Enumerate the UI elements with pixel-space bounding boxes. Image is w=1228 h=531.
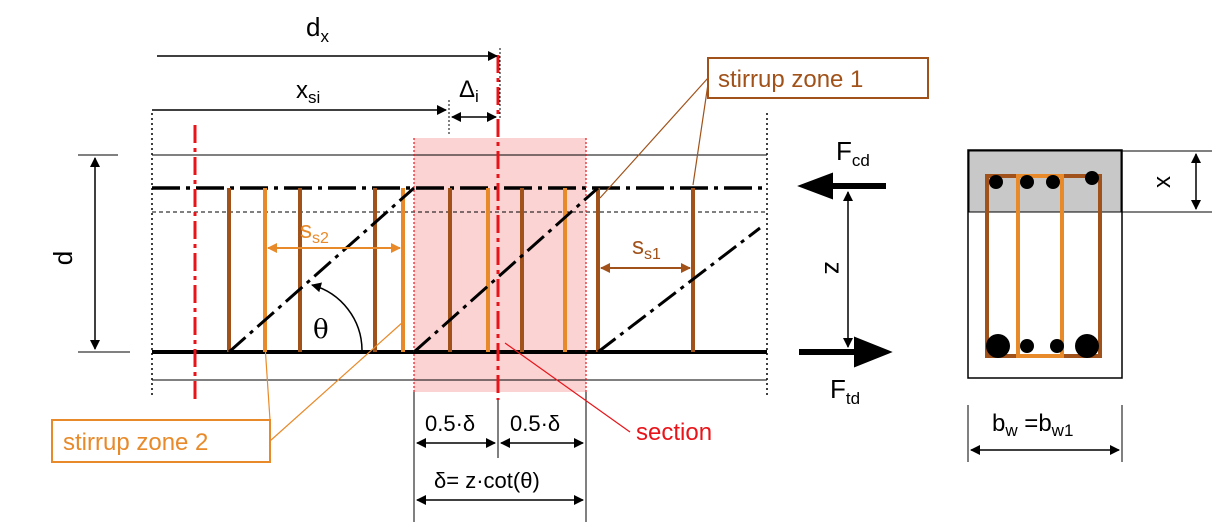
dx-label: dx: [306, 12, 329, 46]
delta-i-label: Δi: [459, 76, 479, 106]
cross-section: [967, 149, 1123, 379]
fcd-arrow: [797, 172, 886, 200]
bottom-bars: [986, 334, 1099, 358]
theta-label: θ: [313, 315, 329, 345]
section-label: section: [636, 419, 712, 446]
stirrup-zone-2-leader-a: [264, 344, 271, 421]
half-delta-extensions: [413, 392, 587, 522]
ss2-label: ss2: [300, 217, 329, 247]
fcd-label: Fcd: [836, 136, 870, 170]
x-label: x: [1149, 176, 1176, 188]
ss1-label: ss1: [632, 233, 661, 263]
delta-formula-label: δ= z·cot(θ): [434, 468, 540, 493]
z-label: z: [819, 262, 849, 275]
strut-lines: [228, 186, 761, 354]
ftd-arrow: [799, 336, 893, 368]
bw-label: bw =bw1: [992, 410, 1073, 440]
stirrup-zone-1-leader-b: [692, 83, 709, 186]
stirrup-zone-1-label: stirrup zone 1: [718, 66, 863, 93]
section-band: [414, 138, 586, 392]
d-label: d: [48, 251, 78, 265]
stirrups-zone-1: [227, 188, 695, 352]
stirrups-zone-2: [263, 188, 567, 352]
beam-outline: [151, 113, 768, 395]
stirrup-zone-1-box: [707, 57, 929, 99]
stirrup-zone-2-leader-b: [269, 321, 404, 442]
xsi-label: xsi: [296, 77, 320, 107]
theta-arc: [311, 282, 363, 351]
stirrup-zone-1-leader-a: [599, 77, 709, 199]
inner-stirrup: [1016, 174, 1064, 358]
section-leader: [504, 342, 631, 433]
top-bars: [989, 171, 1099, 189]
stirrup-zone-2-label: stirrup zone 2: [63, 429, 208, 456]
half-delta-left-label: 0.5·δ: [425, 411, 475, 436]
ftd-label: Ftd: [830, 374, 860, 408]
half-delta-right-label: 0.5·δ: [510, 411, 560, 436]
